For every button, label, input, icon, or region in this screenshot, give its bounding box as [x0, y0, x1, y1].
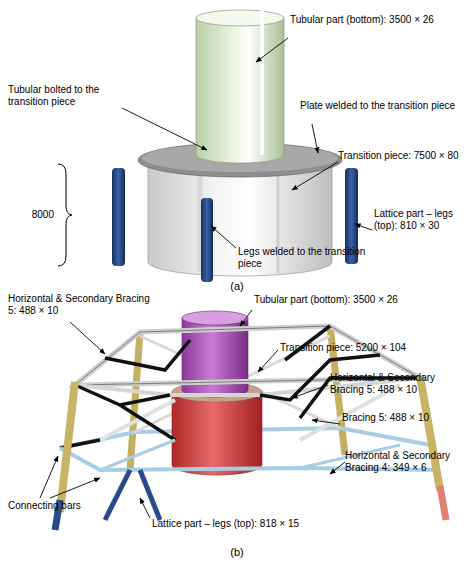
callout-label: Lattice part – legs (top): 810 × 30: [374, 208, 469, 231]
callout-label: Transition piece: 5200 × 104: [280, 342, 430, 354]
figure-caption: (b): [222, 546, 252, 559]
callout-label: Bracing 5: 488 × 10: [342, 412, 467, 424]
callout-label: Tubular part (bottom): 3500 × 26: [290, 14, 440, 26]
callout-label: Plate welded to the transition piece: [300, 100, 465, 112]
figure-caption: (a): [222, 280, 252, 293]
figure-a: [58, 10, 372, 282]
callout-label: Connecting bars: [8, 500, 98, 512]
callout-label: Horizontal & Secondary Bracing 4: 349 × …: [345, 450, 470, 473]
callout-label: Lattice part – legs (top): 818 × 15: [152, 518, 302, 530]
callout-label: Horizontal & Secondary Bracing 5: 488 × …: [8, 293, 158, 316]
callout-label: Legs welded to the transition piece: [238, 246, 368, 269]
callout-label: Horizontal & Secondary Bracing 5: 488 × …: [330, 372, 470, 395]
callout-label: Transition piece: 7500 × 80: [338, 150, 468, 162]
dimension-label: 8000: [10, 209, 54, 221]
callout-label: Tubular bolted to the transition piece: [8, 84, 128, 107]
callout-label: Tubular part (bottom): 3500 × 26: [254, 294, 404, 306]
